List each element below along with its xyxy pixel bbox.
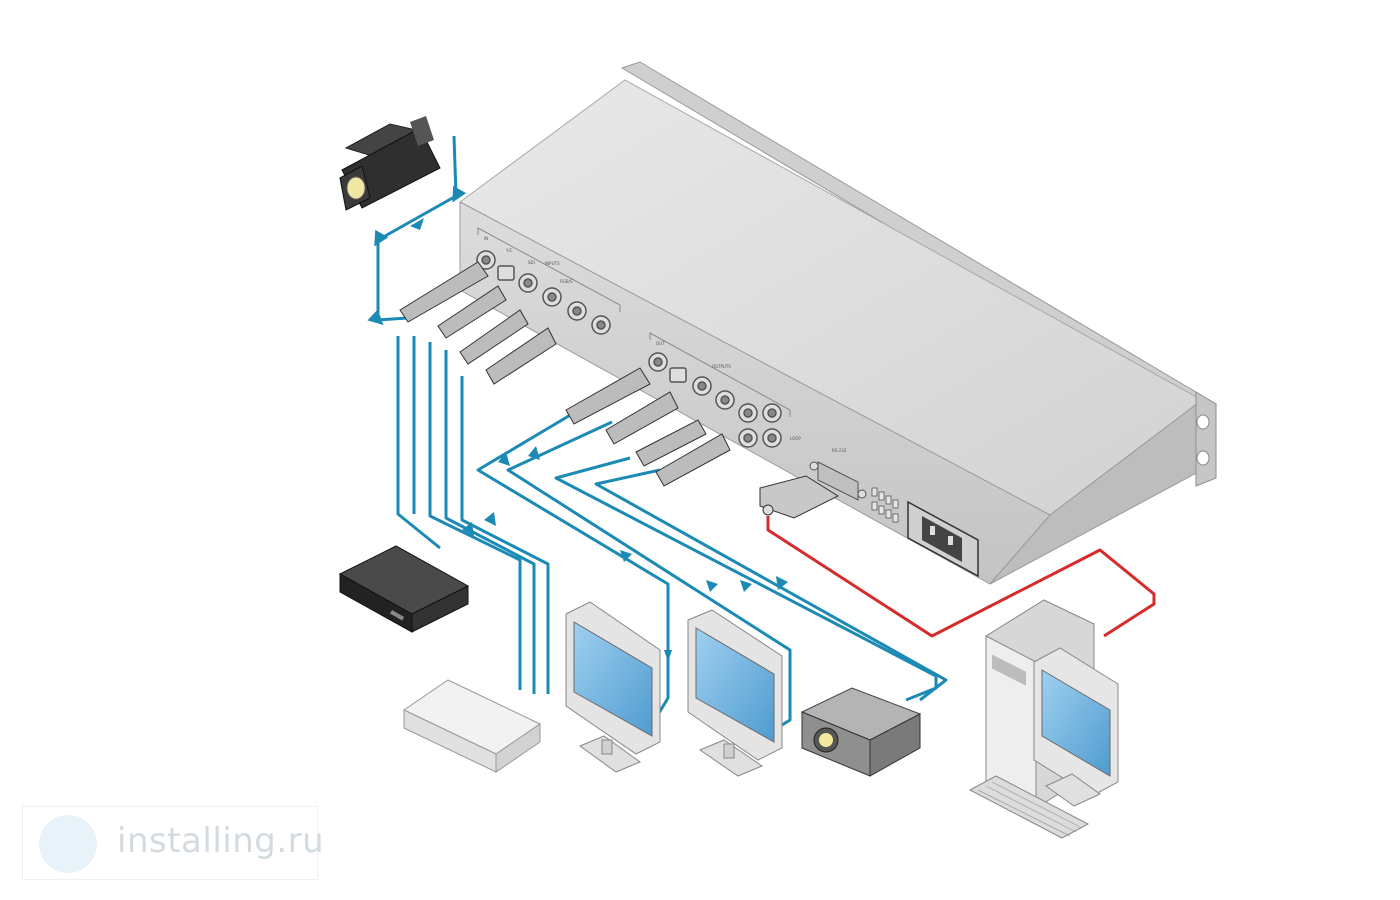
label-sdi: SDI [528, 260, 535, 265]
label-inputs: INPUTS [545, 261, 560, 266]
watermark: installing.ru [22, 806, 324, 880]
bnc-plugs [399, 261, 731, 487]
label-loop: LOOP [790, 436, 801, 441]
cable-camera [367, 135, 467, 326]
label-rs232: RS-232 [832, 448, 847, 453]
projector-icon [800, 687, 922, 777]
cable-vcr [428, 342, 522, 690]
label-yc: Y/C [505, 248, 513, 253]
output-bnc-sockets [648, 352, 782, 448]
globe-logo-icon [39, 815, 97, 873]
video-cables [367, 135, 948, 732]
vcr-icon [403, 679, 541, 773]
switcher-chassis [459, 61, 1218, 585]
pc-icon [968, 599, 1119, 839]
dvd-player-icon [338, 545, 470, 633]
watermark-text: installing.ru [117, 821, 325, 861]
rs232-plug [759, 475, 840, 519]
cable-dvd [396, 336, 441, 550]
label-outputs: OUTPUTS [712, 364, 731, 369]
panel-labels: IN Y/C SDI INPUTS RGB/S OUT OUTPUTS RS-2… [484, 236, 847, 453]
label-rgbs: RGB/S [560, 279, 573, 284]
video-camera-icon [339, 116, 441, 211]
monitor-icon [565, 601, 661, 773]
flow-arrows [410, 218, 788, 662]
power-inlet [907, 500, 979, 578]
dip-switches [871, 487, 899, 523]
label-out: OUT [656, 341, 665, 346]
rs232-port [809, 461, 867, 501]
label-in: IN [484, 236, 488, 241]
input-bnc-sockets [476, 250, 611, 335]
monitor-icon [687, 609, 783, 777]
rs232-control-cable [766, 516, 1156, 638]
cable-monitor-2 [506, 420, 792, 732]
cable-monitor-1 [476, 412, 670, 719]
